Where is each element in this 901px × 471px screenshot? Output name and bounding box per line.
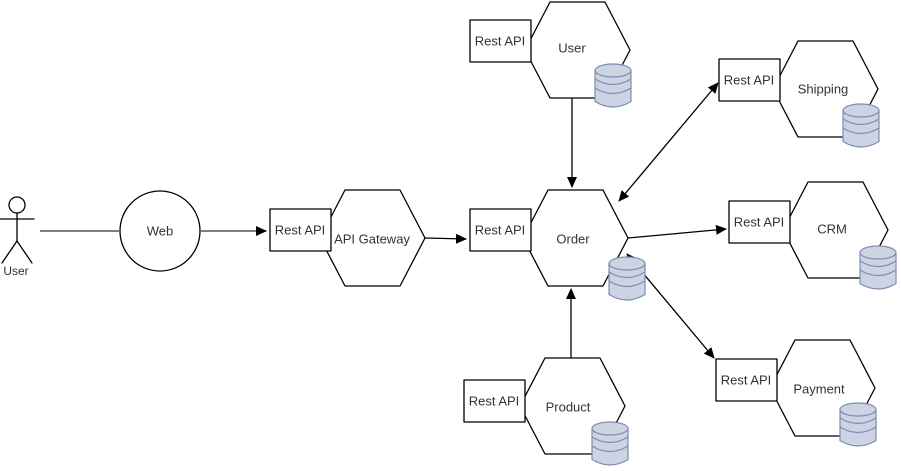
api-gateway-label: API Gateway: [334, 232, 410, 247]
rest-api-box-gateway: [269, 208, 332, 252]
rest-api-label-crm: Rest API: [734, 215, 785, 230]
rest-api-box-payment: [715, 358, 778, 402]
rest-api-label-product: Rest API: [469, 394, 520, 409]
edge-order-to-crm: [627, 224, 727, 239]
user-service-label: User: [558, 41, 586, 56]
payment-service-label: Payment: [793, 382, 845, 397]
rest-api-box-crm: [728, 200, 791, 244]
node-user-service: Rest API User: [469, 1, 632, 108]
node-product-service: Rest API Product: [463, 357, 629, 466]
actor-leg-left: [1, 240, 18, 264]
database-icon-product: [591, 421, 629, 466]
database-icon-user: [594, 63, 632, 108]
rest-api-box-shipping: [718, 58, 781, 102]
order-service-label: Order: [556, 232, 590, 247]
node-shipping-service: Rest API Shipping: [718, 40, 880, 148]
rest-api-box-user: [469, 19, 532, 63]
rest-api-label-shipping: Rest API: [724, 73, 775, 88]
product-service-label: Product: [546, 400, 591, 415]
rest-api-label-payment: Rest API: [721, 373, 772, 388]
node-order-service: Rest API Order: [469, 189, 646, 301]
rest-api-label-user: Rest API: [475, 34, 526, 49]
database-icon-crm: [859, 245, 897, 290]
database-icon-shipping: [842, 103, 880, 148]
rest-api-label-gateway: Rest API: [275, 223, 326, 238]
node-payment-service: Rest API Payment: [715, 339, 877, 447]
node-crm-service: Rest API CRM: [728, 181, 897, 290]
crm-service-label: CRM: [817, 222, 847, 237]
database-icon-payment: [839, 402, 877, 447]
actor-label: User: [3, 264, 28, 278]
edge-order-shipping: [618, 82, 719, 202]
edge-gateway-to-order: [424, 233, 467, 244]
actor-user: User: [0, 196, 35, 278]
node-api-gateway: Rest API API Gateway: [269, 189, 426, 287]
actor-leg-right: [16, 240, 33, 264]
web-label: Web: [147, 224, 174, 239]
node-web: Web: [119, 190, 201, 272]
rest-api-box-product: [463, 379, 526, 423]
web-circle: [119, 190, 201, 272]
rest-api-label-order: Rest API: [475, 223, 526, 238]
actor-head: [8, 196, 26, 214]
rest-api-box-order: [469, 208, 532, 252]
shipping-service-label: Shipping: [798, 82, 849, 97]
database-icon-order: [608, 256, 646, 301]
